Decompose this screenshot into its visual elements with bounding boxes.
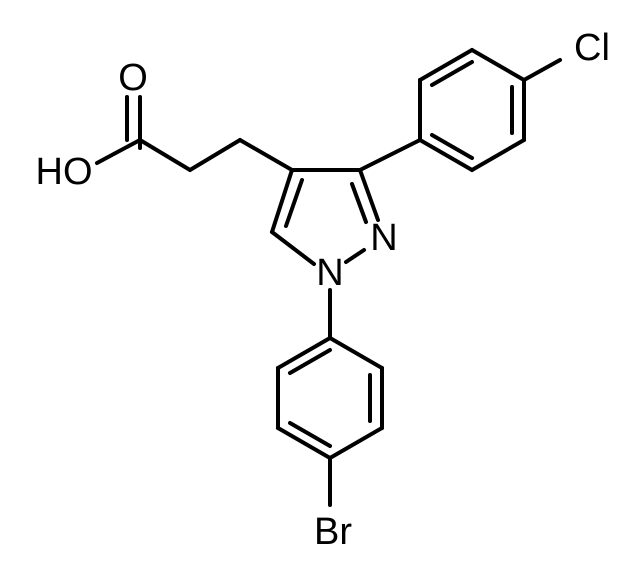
bond-ch2-ring [238,138,294,172]
bond-cl-ring-5 [470,138,526,172]
bond-br-ring-1 [328,336,384,370]
bond-ring-cl [522,58,562,82]
bond-br-ring-3 [328,426,384,460]
atom-label-pyrazole-n1: N [316,252,343,294]
bond-cl-ring-2 [418,48,474,82]
pyrazole-ring [270,168,380,266]
bond-c3-n2-outer [358,168,380,222]
bond-br-ring-inner-3 [288,348,332,375]
bond-cl-ring-3 [470,48,526,82]
atom-label-chlorine: Cl [574,27,610,69]
bond-cl-ring-inner-1 [430,60,474,87]
atom-label-hydroxyl: HO [36,151,93,193]
bond-cl-ring-inner-3 [430,133,474,160]
bond-c3-aryl [358,138,422,172]
atom-label-bromine: Br [314,511,352,553]
bond-br-ring-4 [276,426,332,460]
bond-c5-c4-outer [270,168,294,234]
bromophenyl-ring [276,288,384,507]
bond-ch2-ch2 [188,138,242,172]
bond-n1-c5 [270,230,316,266]
chlorophenyl-ring [358,48,562,172]
atom-label-pyrazole-n2: N [370,217,397,259]
bond-c3-n2-inner [350,182,368,224]
bond-cl-ring-6 [418,138,474,172]
bond-c-oh [95,138,142,165]
bond-c5-c4-inner [284,178,304,228]
bond-n2-n1 [344,248,366,264]
atom-label-carbonyl-oxygen: O [118,57,148,99]
bond-br-ring-inner-2 [288,421,332,448]
bond-c-ch2-a [138,138,192,172]
bond-br-ring-6 [276,336,332,370]
propanoic-acid-chain [95,95,294,172]
